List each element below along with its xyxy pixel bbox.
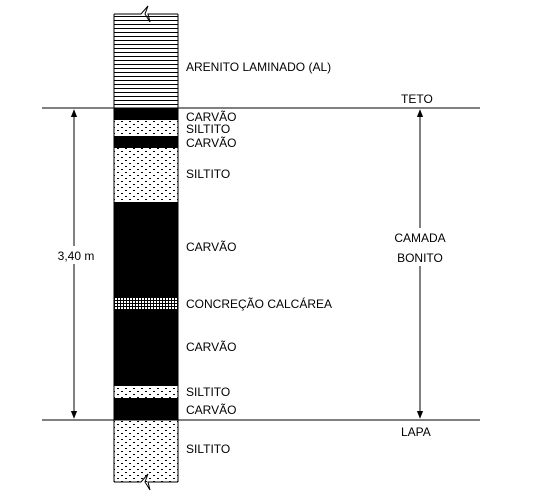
layer-siltito-4 (114, 420, 178, 482)
layer-label-c5: CARVÃO (186, 403, 236, 417)
roof-label: TETO (401, 92, 433, 106)
layer-label-s4: SILTITO (186, 442, 230, 456)
layer-label-al: ARENITO LAMINADO (AL) (186, 60, 331, 74)
layer-carvao-5 (114, 398, 178, 420)
layer-label-c1: CARVÃO (186, 110, 236, 124)
break-symbol-bottom (114, 473, 178, 491)
layer-arenito-laminado (114, 14, 178, 108)
layer-label-c4: CARVÃO (186, 340, 236, 354)
seam-label-line2: BONITO (397, 251, 443, 265)
layer-label-s2: SILTITO (186, 167, 230, 181)
layer-label-c3: CARVÃO (186, 240, 236, 254)
thickness-label: 3,40 m (58, 249, 95, 263)
layer-labels: ARENITO LAMINADO (AL) CARVÃO SILTITO CAR… (186, 60, 332, 456)
layer-siltito-1 (114, 120, 178, 136)
layer-label-cc: CONCREÇÃO CALCÁREA (186, 296, 332, 311)
layer-siltito-3 (114, 386, 178, 398)
lithology-column (110, 0, 182, 497)
break-symbol-top (114, 5, 178, 23)
layer-label-c2: CARVÃO (186, 136, 236, 150)
layer-carvao-3 (114, 202, 178, 298)
layer-label-s3: SILTITO (186, 385, 230, 399)
floor-label: LAPA (401, 425, 431, 439)
layer-carvao-4 (114, 310, 178, 386)
layer-siltito-2 (114, 148, 178, 202)
seam-label-line1: CAMADA (394, 231, 445, 245)
layer-carvao-2 (114, 136, 178, 148)
layer-label-s1: SILTITO (186, 122, 230, 136)
layer-carvao-1 (114, 108, 178, 120)
layer-concrecao-calcarea (114, 298, 178, 310)
